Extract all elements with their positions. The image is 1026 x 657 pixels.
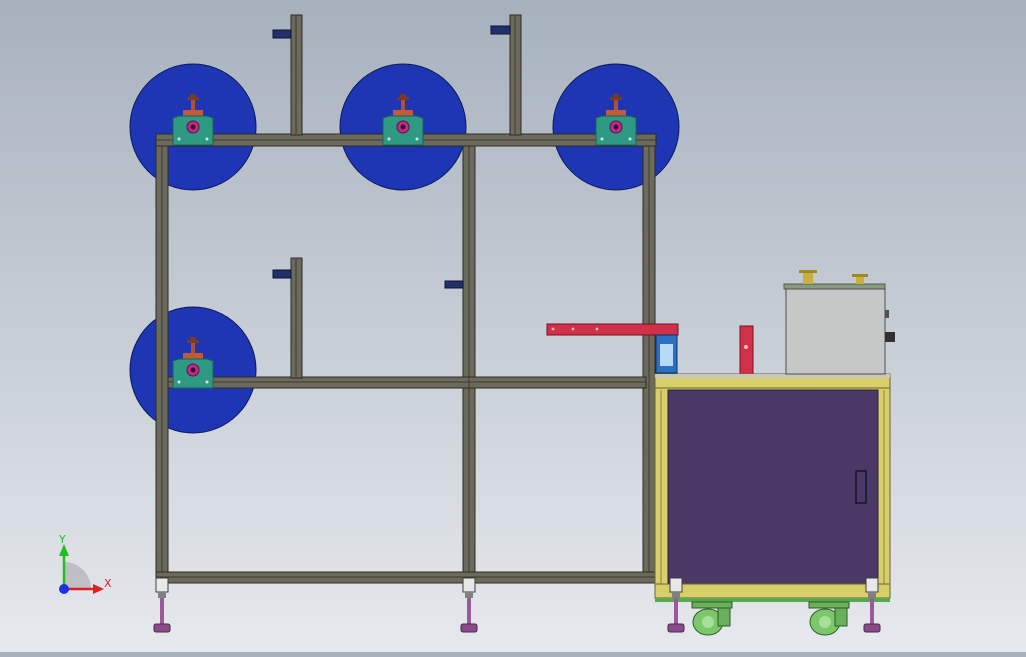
upright-brackets (272, 25, 511, 289)
red-arm (546, 323, 679, 336)
aluminium-frame (155, 14, 657, 584)
axis-x-label: X (104, 577, 112, 590)
bracket-3 (272, 269, 292, 279)
cabinet (654, 373, 891, 602)
axis-y-label: Y (58, 533, 66, 546)
red-post (739, 325, 754, 375)
cabinet-door-panel (667, 389, 879, 585)
door-handle (855, 470, 867, 504)
caster-wheels (691, 601, 850, 636)
control-box (783, 270, 895, 375)
bracket-1 (272, 29, 292, 39)
coordinate-triad: Y X (58, 533, 112, 594)
feed-arm-assembly (546, 323, 754, 375)
bracket-2 (490, 25, 511, 35)
bracket-4 (444, 280, 464, 289)
